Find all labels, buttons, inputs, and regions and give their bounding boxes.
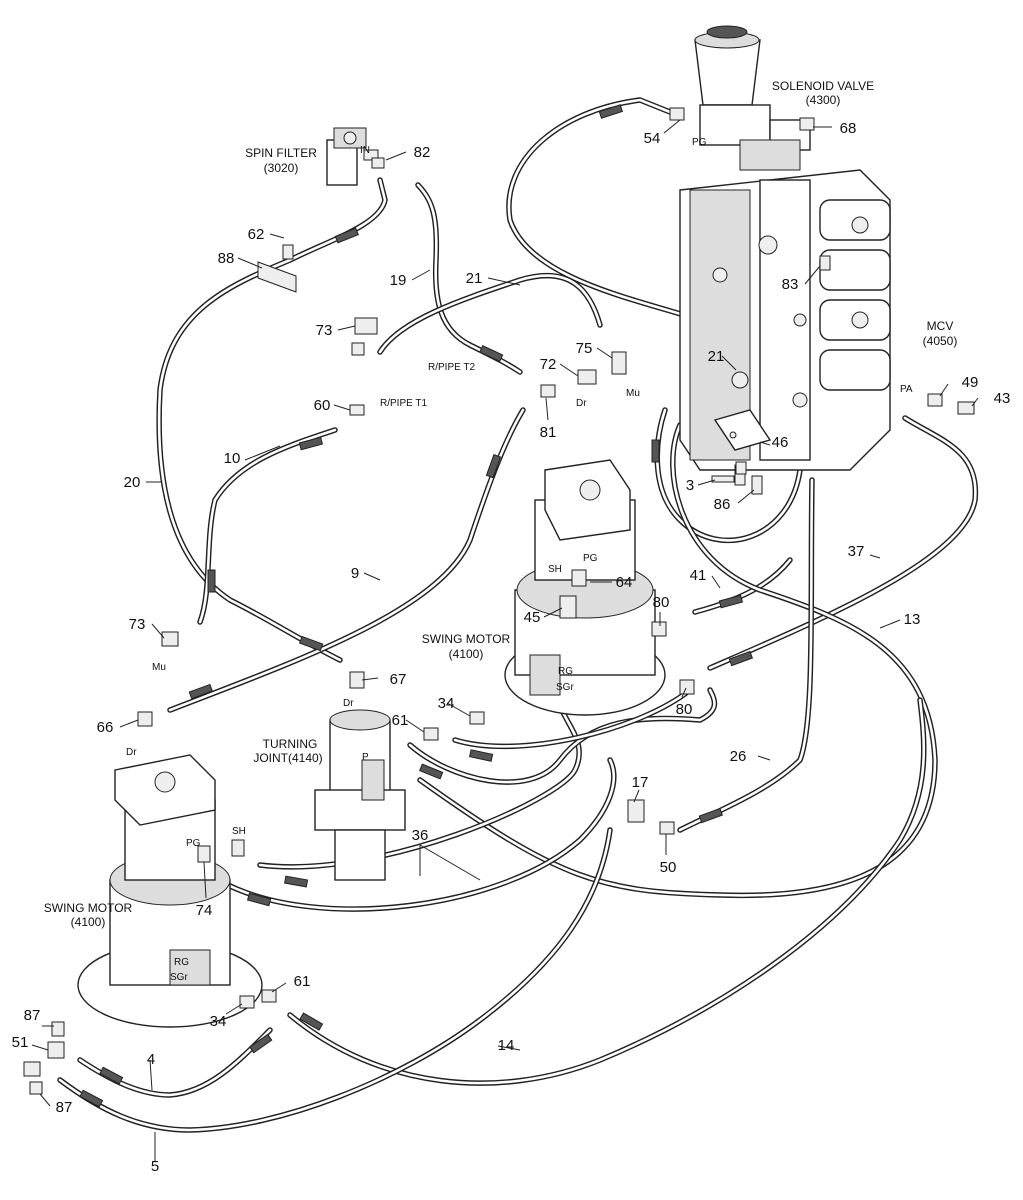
callout-13: 13 <box>904 611 921 628</box>
solenoid-valve-label: SOLENOID VALVE <box>772 79 874 93</box>
hose-4 <box>77 1027 273 1098</box>
port-rpipe-t2: R/PIPE T2 <box>428 362 475 373</box>
callout-43: 43 <box>994 390 1011 407</box>
callout-67: 67 <box>390 671 407 688</box>
callout-88: 88 <box>218 250 235 267</box>
callout-87-bottom: 87 <box>56 1099 73 1116</box>
callout-49: 49 <box>962 374 979 391</box>
spin-filter <box>326 127 379 186</box>
callout-21: 21 <box>466 270 483 287</box>
callout-45: 45 <box>524 609 541 626</box>
port-pg-valve: PG <box>692 137 707 148</box>
callout-80-bottom: 80 <box>676 701 693 718</box>
port-sh-right: SH <box>548 564 562 575</box>
port-pg-right: PG <box>583 553 598 564</box>
mcv-code: (4050) <box>923 334 958 348</box>
callout-64: 64 <box>616 574 633 591</box>
callout-86: 86 <box>714 496 731 513</box>
mcv-label: MCV <box>927 319 954 333</box>
port-rg-right: RG <box>558 666 573 677</box>
callout-51: 51 <box>12 1034 29 1051</box>
solenoid-valve <box>694 25 811 171</box>
callout-3: 3 <box>686 477 694 494</box>
callout-37: 37 <box>848 543 865 560</box>
callout-62: 62 <box>248 226 265 243</box>
port-rg-left: RG <box>174 957 189 968</box>
callout-20: 20 <box>124 474 141 491</box>
spin-filter-code: (3020) <box>264 161 299 175</box>
callout-87-top: 87 <box>24 1007 41 1024</box>
callout-41: 41 <box>690 567 707 584</box>
fittings <box>23 107 975 1095</box>
port-mu-73: Mu <box>152 662 166 673</box>
callout-54: 54 <box>644 130 661 147</box>
turning-joint-label: TURNING <box>263 737 318 751</box>
callout-4: 4 <box>147 1051 155 1068</box>
callout-72: 72 <box>540 356 557 373</box>
callout-83: 83 <box>782 276 799 293</box>
callout-66: 66 <box>97 719 114 736</box>
callout-19: 19 <box>390 272 407 289</box>
leader-lines <box>31 119 979 1162</box>
swing-motor-right <box>504 459 666 716</box>
callout-60: 60 <box>314 397 331 414</box>
swing-motor-right-label: SWING MOTOR <box>422 632 511 646</box>
callout-9: 9 <box>351 565 359 582</box>
port-pa: PA <box>900 384 913 395</box>
callout-46: 46 <box>772 434 789 451</box>
callout-14: 14 <box>498 1037 515 1054</box>
component-labels: SOLENOID VALVE (4300) SPIN FILTER (3020)… <box>44 79 958 929</box>
callout-10: 10 <box>224 450 241 467</box>
swing-motor-left <box>77 754 263 1028</box>
part-number-callouts: 54 68 82 62 88 19 21 83 73 72 75 21 49 4… <box>12 120 1011 1175</box>
callout-74: 74 <box>196 902 213 919</box>
port-dr-66: Dr <box>126 747 137 758</box>
callout-73-top: 73 <box>316 322 333 339</box>
callout-82: 82 <box>414 144 431 161</box>
bracket-46 <box>713 409 772 495</box>
port-dr-67: Dr <box>343 698 354 709</box>
callout-17: 17 <box>632 774 649 791</box>
port-labels: IN PG R/PIPE T2 R/PIPE T1 Dr Mu PA SH PG… <box>126 137 913 983</box>
swing-motor-left-code: (4100) <box>71 915 106 929</box>
callout-80-top: 80 <box>653 594 670 611</box>
callout-73-bottom: 73 <box>129 616 146 633</box>
port-dr-72: Dr <box>576 398 587 409</box>
callout-75: 75 <box>576 340 593 357</box>
callout-34-left: 34 <box>210 1013 227 1030</box>
callout-61-right: 61 <box>392 712 409 729</box>
callout-50: 50 <box>660 859 677 876</box>
hose-group <box>57 97 979 1133</box>
port-pg-left: PG <box>186 838 201 849</box>
callout-26: 26 <box>730 748 747 765</box>
callout-34-right: 34 <box>438 695 455 712</box>
callout-68: 68 <box>840 120 857 137</box>
port-mu-75: Mu <box>626 388 640 399</box>
callout-36: 36 <box>412 827 429 844</box>
turning-joint-code: JOINT(4140) <box>253 751 322 765</box>
port-sgr-right: SGr <box>556 682 574 693</box>
hose-21 <box>377 272 603 355</box>
main-control-valve <box>679 169 891 471</box>
swing-motor-left-label: SWING MOTOR <box>44 901 133 915</box>
callout-81: 81 <box>540 424 557 441</box>
port-sh-left: SH <box>232 826 246 837</box>
port-sgr-left: SGr <box>170 972 188 983</box>
swing-motor-right-code: (4100) <box>449 647 484 661</box>
solenoid-valve-code: (4300) <box>806 93 841 107</box>
callout-61-left: 61 <box>294 973 311 990</box>
turning-joint <box>314 709 406 881</box>
hose-20-88 <box>156 177 388 663</box>
spin-filter-label: SPIN FILTER <box>245 146 317 160</box>
port-rpipe-t1: R/PIPE T1 <box>380 398 427 409</box>
port-p-joint: P <box>362 752 369 763</box>
callout-5: 5 <box>151 1158 159 1175</box>
callout-21-mcv: 21 <box>708 348 725 365</box>
port-in: IN <box>360 145 370 156</box>
